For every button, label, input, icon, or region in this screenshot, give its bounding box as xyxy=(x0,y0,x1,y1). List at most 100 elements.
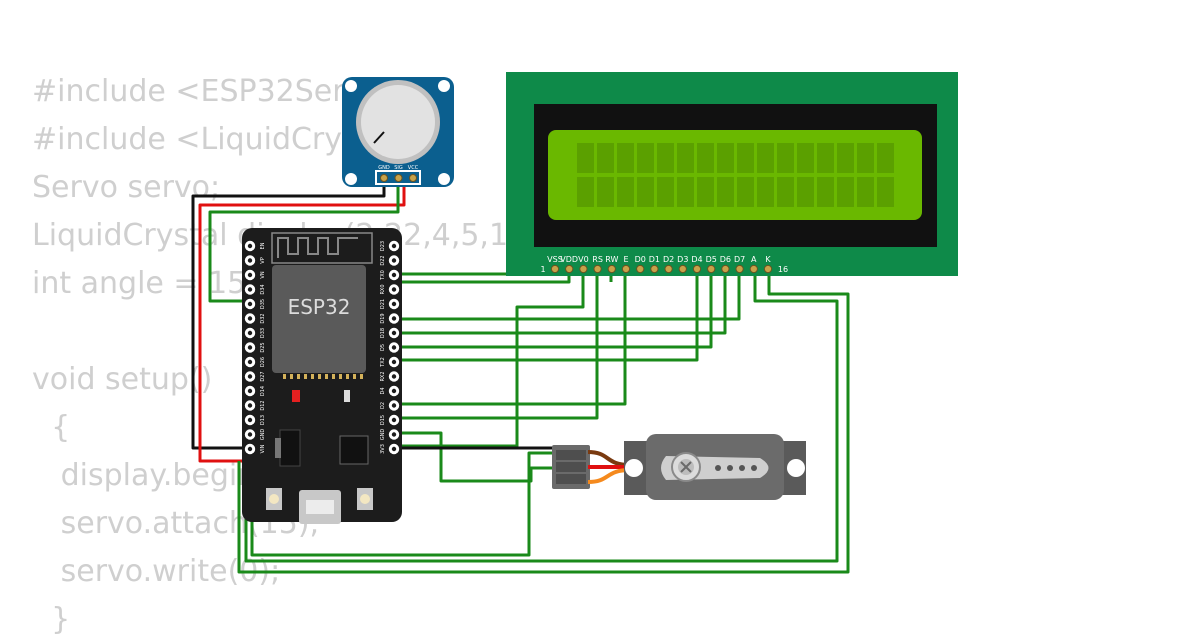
lcd-cell xyxy=(797,177,814,207)
wire-lcd-a xyxy=(244,268,839,563)
lcd-pin xyxy=(707,264,716,274)
esp32-pin-center xyxy=(247,403,253,408)
lcd-pin xyxy=(579,264,588,274)
esp32-pin-center xyxy=(247,316,253,321)
esp32-pin-label: D21 xyxy=(380,299,386,309)
pot-pin-label: SIG xyxy=(394,165,403,171)
lcd-cell xyxy=(877,177,894,207)
esp32-pin-center xyxy=(247,243,253,249)
esp32-pin-center xyxy=(391,403,397,408)
esp32-pin-center xyxy=(247,301,253,307)
esp32-pin-label: D33 xyxy=(260,328,266,338)
lcd-cell xyxy=(577,143,594,173)
lcd-cell xyxy=(657,177,674,207)
esp32-pin-center xyxy=(391,330,397,336)
lcd-cell xyxy=(717,143,734,173)
lcd-pin xyxy=(721,264,730,274)
esp32-pin-center xyxy=(391,388,397,394)
pot-pin-label: VCC xyxy=(408,165,419,171)
pot-pin-label: GND xyxy=(378,165,390,171)
esp32-pin-label: D34 xyxy=(260,284,266,294)
lcd-pin xyxy=(749,264,758,274)
module-pad xyxy=(346,374,349,379)
lcd-pin xyxy=(692,264,702,274)
wire-lcd-e xyxy=(396,268,627,406)
esp32-pin-label: D18 xyxy=(380,328,386,338)
esp32-pin-label: VIN xyxy=(260,444,266,453)
antenna-trace xyxy=(277,237,358,258)
esp32-pin-label: D5 xyxy=(380,344,386,351)
esp32-pin-center xyxy=(247,417,253,423)
wire-lcd-d4 xyxy=(396,268,699,362)
esp32-pin-label: TX2 xyxy=(380,357,386,368)
lcd-pin-number-first: 1 xyxy=(540,265,545,274)
module-pad xyxy=(311,374,314,379)
esp32-pin-center xyxy=(391,316,397,321)
esp32-pin-label: D25 xyxy=(260,342,266,352)
lcd-cell xyxy=(617,177,634,207)
esp32-pin-label: RX2 xyxy=(380,371,386,381)
lcd-pin xyxy=(678,264,687,274)
pot-pin-header: GND SIG VCC xyxy=(378,165,419,182)
esp32-pin-center xyxy=(391,345,397,350)
esp32-pin-label: VN xyxy=(260,271,266,278)
wire-lcd-d6 xyxy=(396,268,727,335)
wire-servo-signal xyxy=(396,431,552,483)
esp32-pin-label: D4 xyxy=(380,387,386,394)
lcd-pin xyxy=(550,264,560,274)
esp32-pin-label: VP xyxy=(260,257,266,263)
esp32-pin-center xyxy=(247,446,253,452)
wire-pot-sig xyxy=(208,178,400,303)
servo-wire-orange xyxy=(587,468,631,484)
lcd-cell xyxy=(837,177,854,207)
lcd-pin xyxy=(607,264,616,274)
lcd-cell xyxy=(857,143,874,173)
lcd-cell xyxy=(877,143,894,173)
lcd-cell xyxy=(597,177,614,207)
lcd-pin xyxy=(735,264,744,274)
esp32-pin-label: D22 xyxy=(380,255,386,265)
wire-lcd-d7 xyxy=(396,268,741,321)
esp32-module xyxy=(272,265,366,373)
lcd-pin-label: D2 xyxy=(663,255,674,264)
module-pad xyxy=(353,374,356,379)
lcd-cell xyxy=(697,143,714,173)
lcd-cell xyxy=(857,177,874,207)
lcd-pin-label: D6 xyxy=(720,255,731,264)
lcd-cell xyxy=(657,143,674,173)
esp32-pin-center xyxy=(247,287,253,292)
module-pad xyxy=(339,374,342,379)
lcd-cell xyxy=(797,143,814,173)
esp32-pin-label: D35 xyxy=(260,299,266,309)
lcd-cell xyxy=(777,143,794,173)
esp32-pin-label: D12 xyxy=(260,400,266,410)
wire-lcd-rs xyxy=(396,268,599,420)
lcd-pin xyxy=(763,264,773,274)
module-pad xyxy=(283,374,286,379)
pot-pin xyxy=(409,174,417,182)
lcd-cell xyxy=(737,143,754,173)
esp32-pin-label: D14 xyxy=(260,386,266,396)
esp32-pin-center xyxy=(247,359,253,365)
lcd-pin-label: E xyxy=(623,255,628,264)
potentiometer: GND SIG VCC xyxy=(342,77,454,187)
wire-gnd xyxy=(191,178,386,450)
esp32-pin-center xyxy=(391,243,397,249)
lcd-pin-label: A xyxy=(751,255,757,264)
esp32-right-pins: D23D22TX0RX0D21D19D18D5TX2RX2D4D2D15GND3… xyxy=(380,240,400,455)
esp32-pin-label: 3V3 xyxy=(380,444,386,454)
pot-pin xyxy=(380,174,388,182)
lcd-cell xyxy=(757,143,774,173)
usb-chip xyxy=(339,435,369,465)
esp32-pin-label: D23 xyxy=(380,241,386,251)
esp32-pin-center xyxy=(247,330,253,336)
esp32-pin-label: TX0 xyxy=(380,270,386,281)
esp32-pin-label: D2 xyxy=(380,402,386,409)
voltage-regulator xyxy=(279,429,301,467)
wire-lcd-k xyxy=(237,268,850,574)
lcd-pin-label: D4 xyxy=(691,255,702,264)
module-pad xyxy=(318,374,321,379)
esp32-pin-center xyxy=(391,432,397,437)
lcd-pin-label: D1 xyxy=(649,255,660,264)
